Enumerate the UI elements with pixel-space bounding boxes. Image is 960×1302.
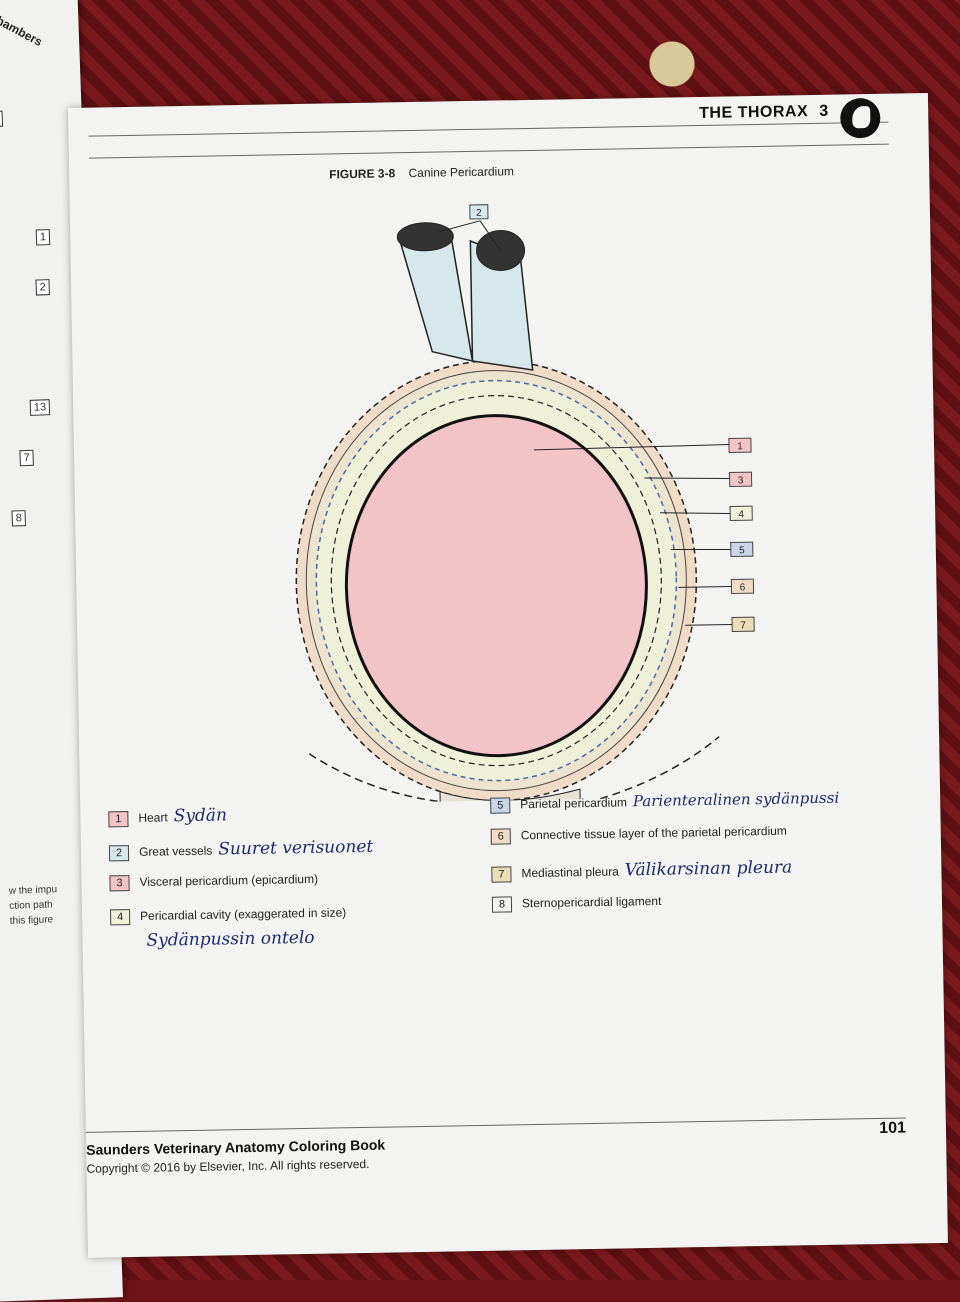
leader-line — [644, 477, 730, 480]
header-rule — [88, 121, 889, 137]
book-title: Saunders Veterinary Anatomy Coloring Boo… — [86, 1136, 386, 1158]
leader-line — [534, 444, 729, 451]
legend-label: Heart — [138, 810, 168, 825]
page-number: 101 — [879, 1119, 907, 1137]
handwritten-note: Sydän — [173, 805, 228, 827]
svg-text:1: 1 — [737, 441, 743, 452]
legend-item-2: 2 Great vessels Suuret verisuonet — [108, 836, 374, 862]
figure-number: FIGURE 3-8 — [329, 166, 396, 182]
left-label: 1 — [35, 229, 51, 246]
legend-item-1: 1 Heart Sydän — [108, 805, 228, 828]
callout-3: 3 — [728, 471, 753, 488]
handwritten-note: Suuret verisuonet — [218, 836, 374, 860]
legend-swatch: 2 — [108, 844, 130, 862]
handwritten-note: Välikarsinan pleura — [624, 857, 793, 881]
svg-text:3: 3 — [738, 475, 744, 486]
leader-line — [660, 512, 731, 515]
callout-1: 1 — [728, 437, 752, 454]
legend-swatch: 8 — [491, 896, 513, 913]
chapter-title: THE THORAX — [699, 103, 809, 122]
left-text: ction path — [9, 899, 53, 912]
mediastinal-pleura-outline — [599, 736, 720, 800]
svg-text:2: 2 — [476, 208, 482, 219]
heart-shape — [344, 414, 648, 758]
callout-6: 6 — [730, 578, 755, 595]
handwritten-note: Sydänpussin ontelo — [146, 927, 315, 951]
leader-line — [678, 585, 732, 588]
callout-7: 7 — [731, 616, 755, 632]
legend-swatch: 5 — [490, 797, 511, 814]
leader-line — [440, 220, 481, 233]
leader-line — [685, 623, 733, 626]
figure-caption: FIGURE 3-8 Canine Pericardium — [329, 164, 514, 181]
copyright: Copyright © 2016 by Elsevier, Inc. All r… — [86, 1156, 370, 1176]
legend-item-6: 6 Connective tissue layer of the parietal… — [490, 823, 787, 845]
legend-label: Connective tissue layer of the parietal … — [520, 823, 787, 843]
legend-swatch: 3 — [109, 875, 130, 892]
left-page-header: r Chambers — [0, 5, 45, 50]
legend-label: Great vessels — [138, 843, 213, 859]
callout-5: 5 — [730, 541, 754, 558]
footer-rule — [85, 1117, 906, 1133]
svg-text:4: 4 — [738, 509, 744, 520]
svg-text:7: 7 — [740, 620, 746, 631]
legend-swatch: 4 — [109, 909, 131, 926]
legend-swatch: 7 — [491, 866, 512, 883]
workbook-page: THE THORAX 3 FIGURE 3-8 Canine Pericardi… — [68, 92, 948, 1258]
legend-label: Sternopericardial ligament — [521, 893, 662, 911]
legend-swatch: 1 — [108, 810, 129, 828]
left-label: 2 — [35, 279, 51, 296]
legend-label: Visceral pericardium (epicardium) — [139, 871, 319, 890]
legend-item-4: 4 Pericardial cavity (exaggerated in size… — [109, 905, 347, 951]
great-vessel-left-opening — [396, 222, 454, 252]
legend-item-3: 3 Visceral pericardium (epicardium) — [109, 872, 318, 892]
legend-swatch: 6 — [490, 828, 511, 845]
left-label: 13 — [29, 399, 51, 416]
leader-line — [479, 220, 501, 251]
header-rule — [88, 143, 889, 159]
left-label: 11 — [0, 110, 4, 128]
leader-line — [670, 548, 731, 551]
legend-label: Mediastinal pleura — [521, 864, 619, 881]
left-text: this figure — [9, 914, 54, 927]
dog-head-icon — [839, 97, 881, 139]
legend-label: Pericardial cavity (exaggerated in size) — [139, 905, 347, 924]
pericardium-diagram: 2 1 3 4 5 6 7 8 — [295, 204, 755, 806]
figure-title: Canine Pericardium — [408, 164, 515, 181]
mediastinal-pleura-outline — [308, 753, 441, 803]
callout-2: 2 — [469, 204, 489, 220]
left-label: 8 — [11, 510, 27, 527]
svg-text:6: 6 — [740, 582, 746, 593]
svg-text:5: 5 — [739, 545, 745, 556]
handwritten-note: Parienteralinen sydänpussi — [632, 788, 840, 811]
left-text: w the impu — [8, 884, 58, 897]
legend-item-7: 7 Mediastinal pleura Välikarsinan pleura — [491, 857, 793, 883]
callout-4: 4 — [729, 505, 753, 522]
great-vessel-left — [399, 230, 474, 362]
legend-label: Parietal pericardium — [520, 795, 628, 812]
legend-item-8: 8 Sternopericardial ligament — [491, 893, 662, 913]
left-label: 7 — [19, 449, 35, 467]
chapter-number: 3 — [819, 102, 829, 120]
